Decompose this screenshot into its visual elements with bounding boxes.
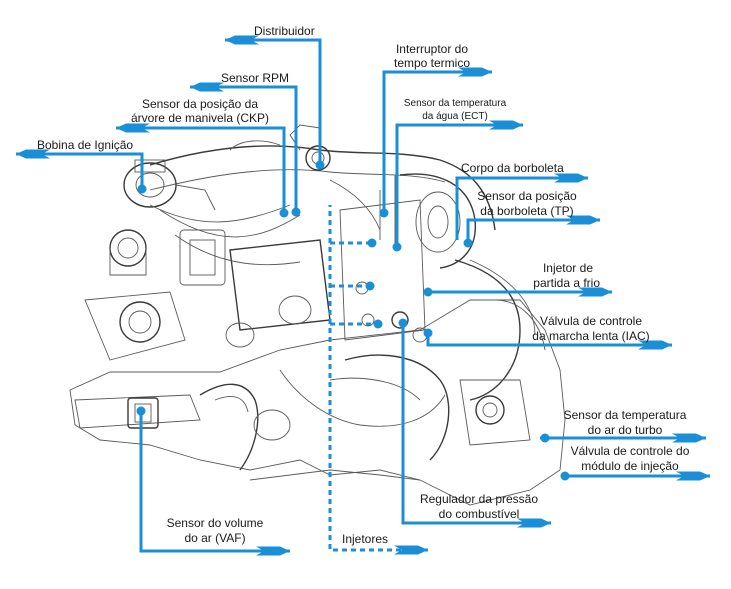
- dot-interruptor: [379, 208, 389, 218]
- dot-distribuidor: [315, 160, 325, 170]
- label-regulador-1: Regulador da pressão: [419, 492, 539, 506]
- dot-ect: [392, 242, 402, 252]
- lead-injetores-main: [328, 205, 428, 552]
- lead-interruptor: [382, 70, 492, 213]
- lead-bobina: [16, 152, 144, 189]
- tag-ect: [489, 120, 523, 130]
- label-iac-2: da marcha lenta (IAC): [532, 329, 650, 343]
- label-turbo-2: do ar do turbo: [587, 423, 663, 437]
- tag-regulador: [517, 518, 551, 528]
- tag-bobina: [16, 149, 50, 159]
- lead-corpo: [455, 176, 588, 240]
- tag-interruptor: [458, 67, 492, 77]
- tag-injetor-frio: [578, 287, 612, 297]
- dot-injetores-3: [373, 319, 383, 329]
- lead-regulador: [401, 323, 551, 525]
- lead-tp: [466, 218, 600, 243]
- tag-distribuidor: [225, 35, 259, 45]
- dot-sensor-rpm: [291, 207, 301, 217]
- tag-iac: [638, 340, 672, 350]
- tag-corpo: [554, 173, 588, 183]
- tag-vaf: [256, 546, 290, 556]
- label-ect-2: da água (ECT): [422, 111, 488, 122]
- tag-sensor-rpm: [190, 82, 224, 92]
- label-iac-1: Válvula de controle: [539, 314, 643, 328]
- label-ckp-1: Sensor da posição da: [141, 97, 259, 111]
- label-sensor-rpm: Sensor RPM: [221, 71, 290, 85]
- label-ckp-2: árvore de manivela (CKP): [130, 111, 270, 125]
- label-turbo-1: Sensor da temperatura: [563, 408, 687, 422]
- dot-turbo: [540, 433, 550, 443]
- dot-bobina: [137, 184, 147, 194]
- leader-lines: [16, 35, 710, 556]
- engine-illustration: [69, 124, 566, 506]
- dot-vaf: [136, 406, 146, 416]
- label-tp-1: Sensor da posição: [477, 189, 577, 203]
- label-injetor-frio-1: Injetor de: [542, 261, 593, 275]
- label-interruptor-1: Interruptor do: [395, 42, 469, 56]
- label-tp-2: da borboleta (TP): [480, 204, 574, 218]
- label-vaf-2: do ar (VAF): [184, 531, 246, 545]
- label-modulo-1: Válvula de controle do: [570, 444, 690, 458]
- lead-vaf: [139, 411, 290, 553]
- dot-iac: [423, 328, 433, 338]
- tag-modulo: [676, 471, 710, 481]
- lead-ckp: [116, 126, 286, 213]
- dot-ckp: [279, 208, 289, 218]
- label-bobina: Bobina de Ignição: [37, 138, 134, 152]
- tag-ckp: [116, 123, 150, 133]
- tag-injetores: [394, 545, 428, 555]
- dot-injetores-1: [367, 238, 377, 248]
- dot-tp: [463, 238, 473, 248]
- label-distribuidor: Distribuidor: [254, 24, 315, 38]
- label-corpo-borboleta: Corpo da borboleta: [461, 161, 564, 175]
- lead-ect: [395, 123, 523, 247]
- label-injetores: Injetores: [342, 532, 389, 546]
- dot-regulador: [398, 318, 408, 328]
- label-interruptor-2: tempo termico: [393, 56, 471, 70]
- label-ect-1: Sensor da temperatura: [403, 98, 507, 109]
- dot-injetores-2: [365, 281, 375, 291]
- lead-distribuidor: [225, 38, 322, 165]
- label-regulador-2: do combustível: [438, 507, 520, 521]
- tag-tp: [566, 215, 600, 225]
- lead-sensor-rpm: [190, 85, 298, 212]
- label-vaf-1: Sensor do volume: [166, 516, 264, 530]
- label-injetor-frio-2: partida a frio: [533, 276, 600, 290]
- dot-injetor-frio: [423, 287, 433, 297]
- tag-turbo: [672, 433, 706, 443]
- label-modulo-2: módulo de injeção: [581, 459, 679, 473]
- dot-modulo: [560, 471, 570, 481]
